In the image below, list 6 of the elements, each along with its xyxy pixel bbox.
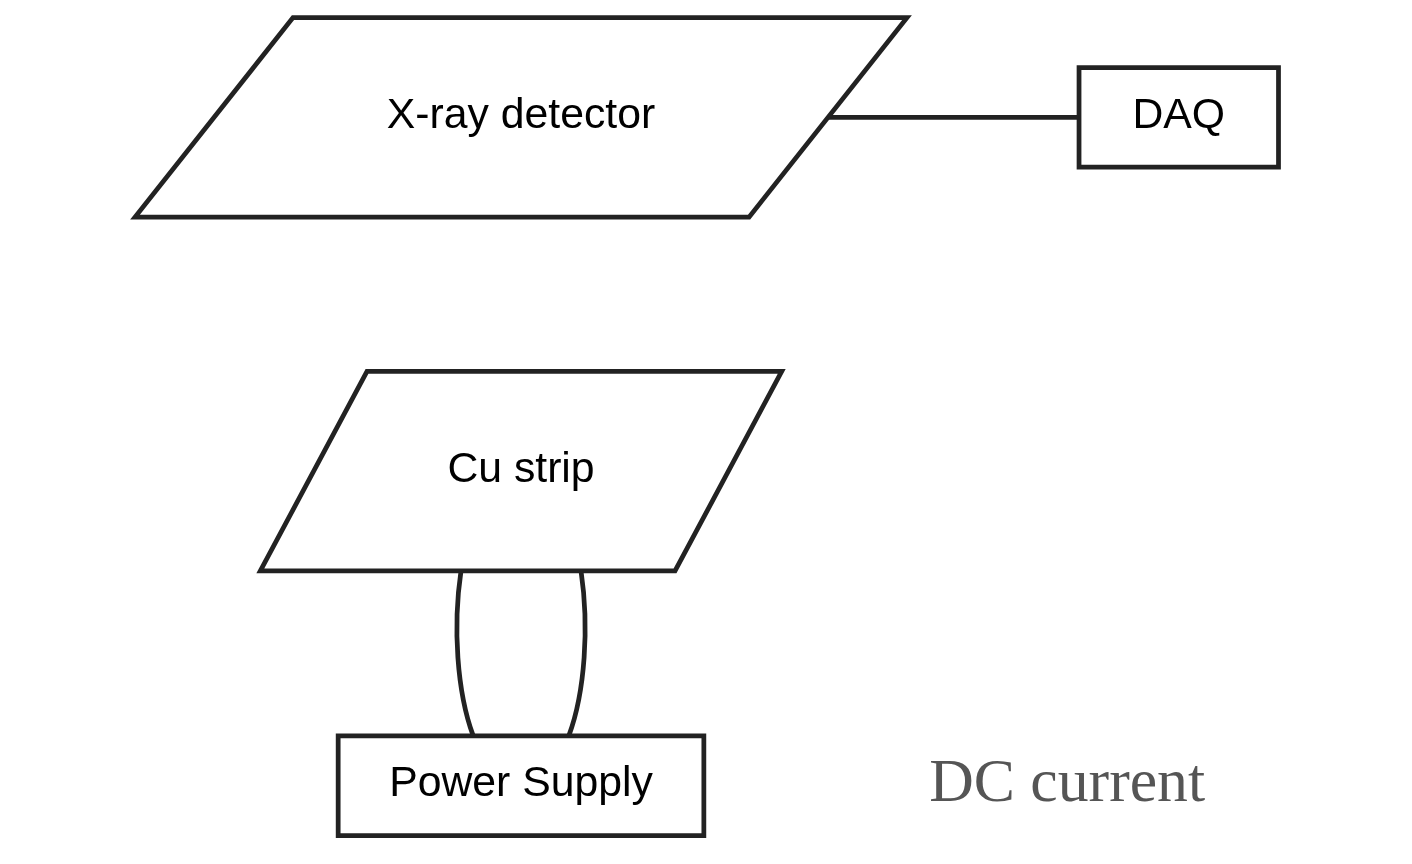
label: DC current — [928, 745, 1205, 814]
connector — [454, 571, 475, 737]
connector — [827, 115, 1079, 120]
connector — [566, 571, 587, 737]
node-box: Power Supply — [335, 733, 706, 839]
node-box: DAQ — [1076, 65, 1281, 170]
